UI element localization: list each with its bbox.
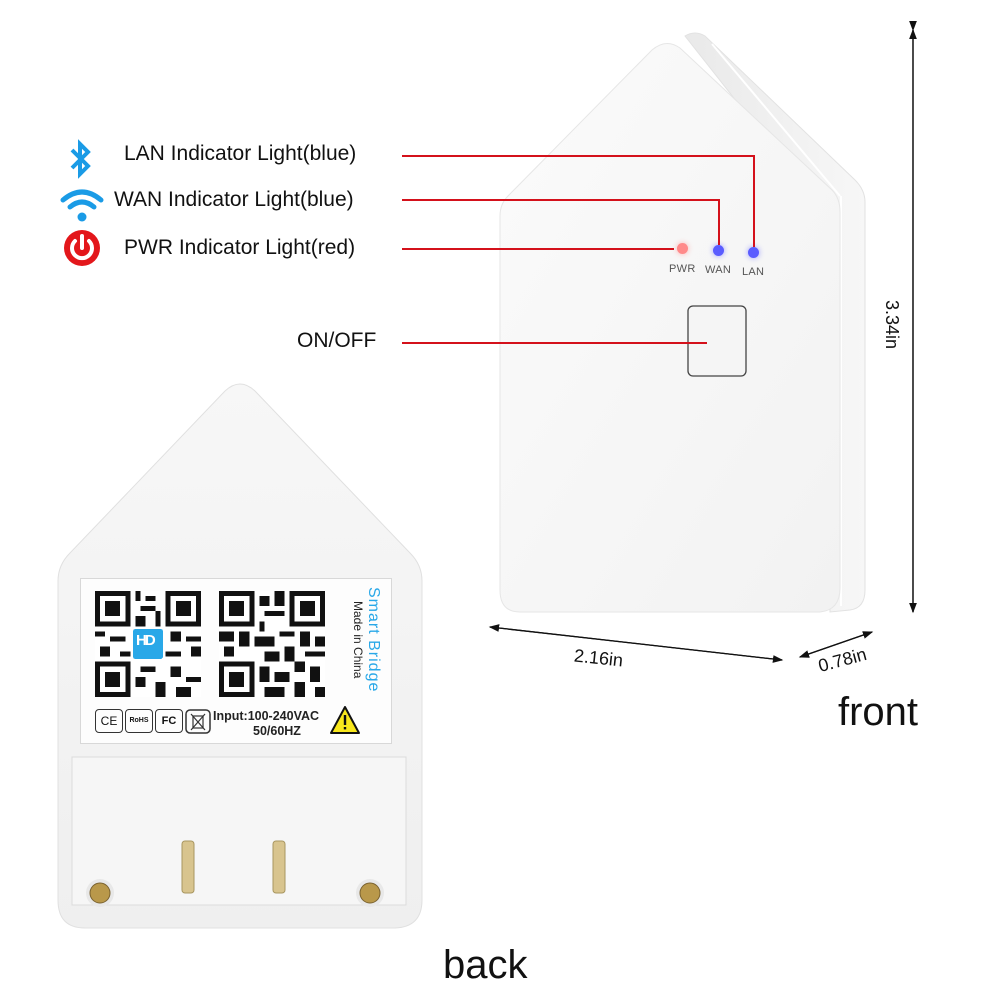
- cert-ce: CE: [95, 709, 123, 733]
- weee-bin-icon: [185, 709, 211, 734]
- dimension-height: 3.34in: [882, 300, 902, 350]
- leader-lan-vertical: [753, 155, 755, 247]
- label-sticker: HD Made in China Smart Bridge CE RoHS FC…: [80, 578, 392, 744]
- cert-rohs: RoHS: [125, 709, 153, 733]
- made-in-label: Made in China: [351, 601, 365, 679]
- leader-lan: [402, 155, 755, 157]
- led-lan: [748, 247, 759, 258]
- input-voltage: Input:100-240VAC: [213, 709, 320, 723]
- onoff-label: ON/OFF: [297, 329, 377, 352]
- back-view-label: back: [443, 943, 528, 987]
- power-icon: [64, 230, 100, 266]
- brand-name-vertical: Smart Bridge: [365, 587, 382, 693]
- led-label-lan: LAN: [742, 266, 765, 278]
- warning-triangle-icon: [330, 706, 360, 734]
- bluetooth-icon: [70, 139, 91, 179]
- pwr-indicator-label: PWR Indicator Light(red): [124, 236, 356, 259]
- led-label-pwr: PWR: [669, 263, 696, 275]
- leader-pwr: [402, 248, 674, 250]
- leader-wan: [402, 199, 720, 201]
- led-wan: [713, 245, 724, 256]
- legend: LAN Indicator Light(blue) WAN Indicator …: [60, 130, 400, 270]
- wan-indicator-label: WAN Indicator Light(blue): [114, 188, 354, 211]
- led-label-wan: WAN: [705, 264, 732, 276]
- led-pwr: [677, 243, 688, 254]
- wifi-icon: [60, 189, 104, 222]
- front-view-label: front: [838, 690, 919, 734]
- brand-logo: HD: [136, 632, 156, 649]
- lan-indicator-label: LAN Indicator Light(blue): [124, 142, 357, 165]
- qr-code-device[interactable]: [217, 591, 327, 697]
- qr-code-app[interactable]: [95, 591, 201, 697]
- leader-onoff: [402, 342, 707, 344]
- front-device: [499, 32, 866, 613]
- leader-wan-vertical: [718, 199, 720, 245]
- cert-fcc: FC: [155, 709, 183, 733]
- input-frequency: 50/60HZ: [253, 724, 301, 738]
